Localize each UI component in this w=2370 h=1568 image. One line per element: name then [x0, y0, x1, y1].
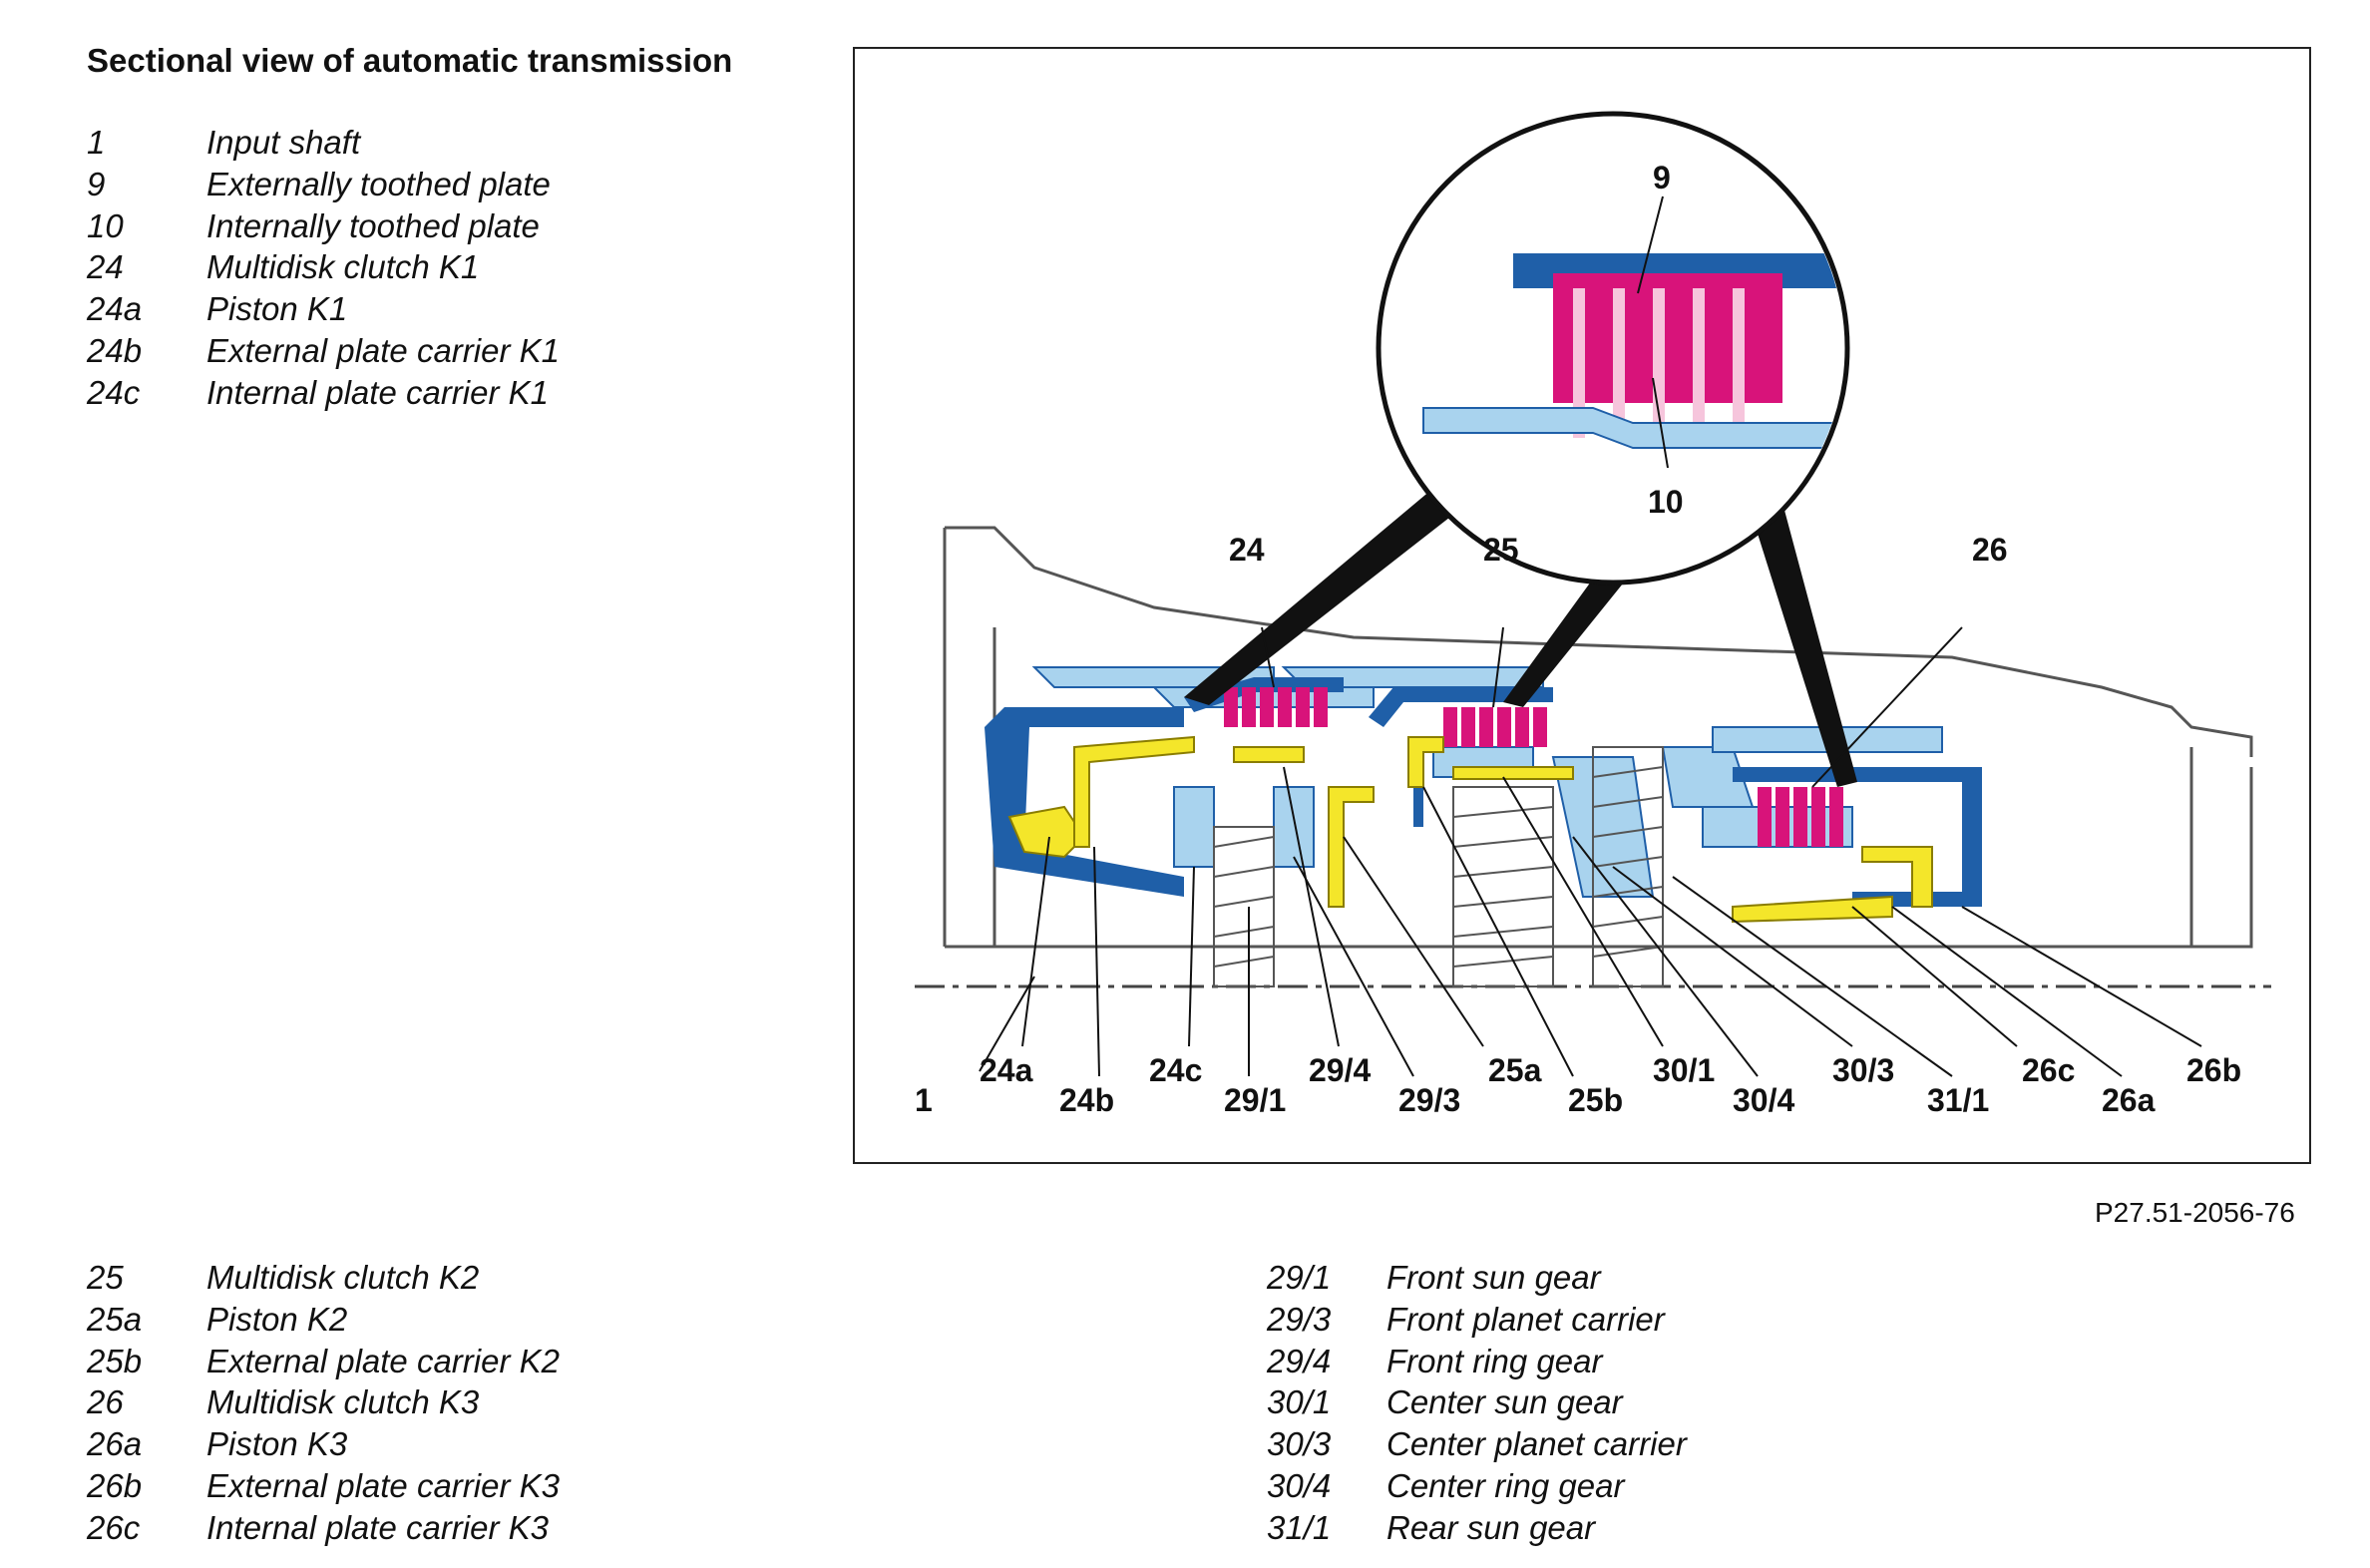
- legend-number: 9: [87, 165, 106, 202]
- legend-number: 30/4: [1267, 1466, 1332, 1504]
- label-30-3: 30/3: [1832, 1052, 1894, 1088]
- legend-row: 24b External plate carrier K1: [87, 330, 785, 372]
- legend-text: External plate carrier K1: [206, 331, 560, 369]
- legend-text: Multidisk clutch K2: [206, 1259, 480, 1296]
- transmission-diagram: 9 10 24 25 26 1 24a 24b 24c 29/1 29/4 29…: [915, 111, 2271, 1118]
- legend-row: 24 Multidisk clutch K1: [87, 246, 785, 288]
- legend-text: Multidisk clutch K3: [206, 1383, 480, 1421]
- legend-row: 30/1 Center sun gear: [1267, 1381, 1965, 1423]
- legend-number: 29/1: [1267, 1259, 1332, 1296]
- legend-text: Internally toothed plate: [206, 206, 540, 244]
- legend-number: 26c: [87, 1508, 141, 1546]
- legend-row: 25a Piston K2: [87, 1299, 785, 1341]
- legend-row: 26c Internal plate carrier K3: [87, 1507, 785, 1549]
- legend-row: 25b External plate carrier K2: [87, 1341, 785, 1382]
- legend-number: 26a: [87, 1425, 143, 1463]
- label-30-4: 30/4: [1733, 1082, 1794, 1118]
- legend-number: 29/4: [1267, 1342, 1332, 1379]
- legend-number: 24a: [87, 290, 143, 328]
- legend-number: 24c: [87, 373, 141, 411]
- legend-text: Externally toothed plate: [206, 165, 551, 202]
- clutch-pack-k3: [1758, 787, 1843, 847]
- legend-number: 25: [87, 1259, 124, 1296]
- legend-text: Input shaft: [206, 124, 361, 161]
- legend-number: 1: [87, 124, 106, 161]
- legend-bottom-right: 29/1 Front sun gear 29/3 Front planet carri…: [1267, 1257, 1965, 1549]
- legend-row: 24c Internal plate carrier K1: [87, 372, 785, 414]
- page-title: Sectional view of automatic transmission: [87, 42, 733, 79]
- legend-row: 1 Input shaft: [87, 122, 785, 164]
- label-26: 26: [1972, 532, 2008, 568]
- label-24c: 24c: [1149, 1052, 1202, 1088]
- legend-number: 24: [87, 248, 124, 286]
- legend-text: Multidisk clutch K1: [206, 248, 480, 286]
- legend-number: 31/1: [1267, 1508, 1332, 1546]
- label-1: 1: [915, 1082, 933, 1118]
- legend-number: 10: [87, 206, 124, 244]
- legend-text: Internal plate carrier K3: [206, 1508, 550, 1546]
- legend-text: Center sun gear: [1386, 1383, 1623, 1421]
- legend-text: Front sun gear: [1386, 1259, 1601, 1296]
- legend-row: 25 Multidisk clutch K2: [87, 1257, 785, 1299]
- clutch-pack-k2: [1443, 707, 1547, 747]
- legend-text: Piston K1: [206, 290, 348, 328]
- yellow-pistons: [1007, 735, 1933, 924]
- label-29-3: 29/3: [1398, 1082, 1460, 1118]
- label-24: 24: [1229, 532, 1265, 568]
- label-31-1: 31/1: [1927, 1082, 1989, 1118]
- legend-row: 31/1 Rear sun gear: [1267, 1507, 1965, 1549]
- label-24a: 24a: [980, 1052, 1033, 1088]
- legend-text: Center planet carrier: [1386, 1425, 1687, 1463]
- label-24b: 24b: [1059, 1082, 1114, 1118]
- housing-outline: [943, 526, 2253, 949]
- diagram-labels: 9 10 24 25 26 1 24a 24b 24c 29/1 29/4 29…: [915, 160, 2241, 1118]
- legend-row: 26a Piston K3: [87, 1423, 785, 1465]
- label-30-1: 30/1: [1653, 1052, 1715, 1088]
- legend-text: External plate carrier K3: [206, 1466, 560, 1504]
- legend-text: Piston K3: [206, 1425, 348, 1463]
- legend-text: Front ring gear: [1386, 1342, 1603, 1379]
- legend-text: Piston K2: [206, 1300, 348, 1338]
- legend-number: 29/3: [1267, 1300, 1332, 1338]
- label-26c: 26c: [2022, 1052, 2075, 1088]
- legend-row: 24a Piston K1: [87, 288, 785, 330]
- label-29-1: 29/1: [1224, 1082, 1286, 1118]
- legend-number: 25b: [87, 1342, 143, 1379]
- label-26b: 26b: [2186, 1052, 2241, 1088]
- legend-number: 26b: [87, 1466, 143, 1504]
- legend-text: Front planet carrier: [1386, 1300, 1665, 1338]
- legend-row: 29/1 Front sun gear: [1267, 1257, 1965, 1299]
- label-9: 9: [1653, 160, 1671, 196]
- label-26a: 26a: [2102, 1082, 2156, 1118]
- legend-text: Rear sun gear: [1386, 1508, 1596, 1546]
- legend-row: 26 Multidisk clutch K3: [87, 1381, 785, 1423]
- legend-row: 29/4 Front ring gear: [1267, 1341, 1965, 1382]
- legend-row: 10 Internally toothed plate: [87, 205, 785, 247]
- legend-row: 30/3 Center planet carrier: [1267, 1423, 1965, 1465]
- legend-text: Internal plate carrier K1: [206, 373, 550, 411]
- legend-number: 30/1: [1267, 1383, 1332, 1421]
- legend-text: External plate carrier K2: [206, 1342, 560, 1379]
- legend-number: 26: [87, 1383, 124, 1421]
- legend-text: Center ring gear: [1386, 1466, 1625, 1504]
- label-25a: 25a: [1488, 1052, 1542, 1088]
- clutch-pack-k1: [1224, 687, 1328, 727]
- legend-row: 30/4 Center ring gear: [1267, 1465, 1965, 1507]
- legend-number: 24b: [87, 331, 143, 369]
- label-10: 10: [1648, 484, 1684, 520]
- label-29-4: 29/4: [1309, 1052, 1371, 1088]
- label-25b: 25b: [1568, 1082, 1623, 1118]
- legend-row: 29/3 Front planet carrier: [1267, 1299, 1965, 1341]
- legend-number: 30/3: [1267, 1425, 1332, 1463]
- transmission-figure: 9 10 24 25 26 1 24a 24b 24c 29/1 29/4 29…: [853, 47, 2311, 1164]
- legend-number: 25a: [87, 1300, 143, 1338]
- legend-row: 9 Externally toothed plate: [87, 164, 785, 205]
- label-25: 25: [1483, 532, 1519, 568]
- figure-reference: P27.51-2056-76: [2095, 1197, 2295, 1228]
- leader-lines: [979, 626, 2202, 1077]
- legend-row: 26b External plate carrier K3: [87, 1465, 785, 1507]
